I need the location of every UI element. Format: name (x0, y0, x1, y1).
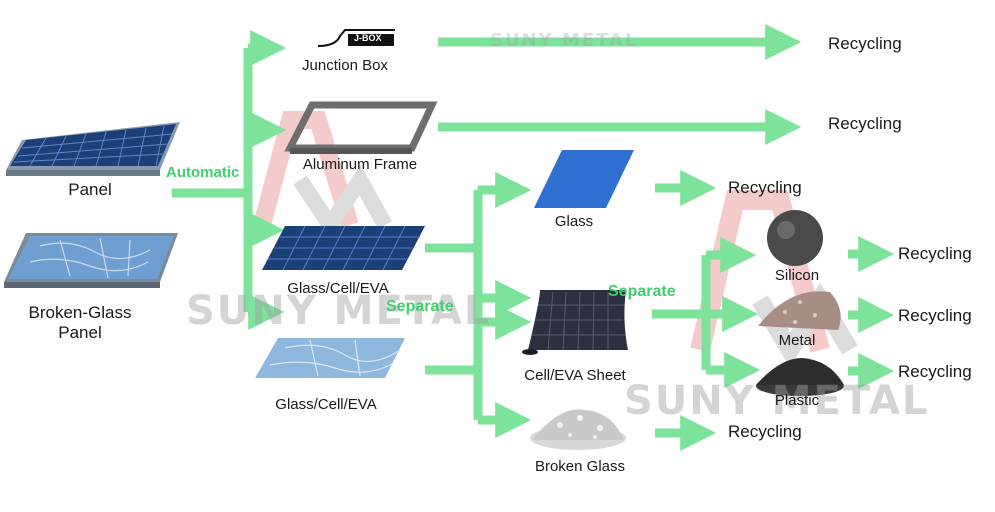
silicon-label: Silicon (774, 267, 820, 284)
metal-label: Metal (778, 332, 816, 349)
panel-image (6, 122, 180, 176)
recycling-label: Recycling (728, 422, 802, 441)
watermark-text: SUNY METAL (490, 30, 639, 51)
glass-cell-eva-label-1: Glass/Cell/EVA (287, 280, 389, 297)
plastic-label: Plastic (774, 392, 820, 409)
glass-cell-eva-label-2: Glass/Cell/EVA (275, 396, 377, 413)
glass-image (534, 150, 634, 208)
recycling-label: Recycling (898, 306, 972, 325)
silicon-image (767, 210, 823, 266)
aluminum-frame-image (284, 101, 438, 154)
junction-box-tag: J-BOX (354, 33, 382, 43)
broken-panel-label: Broken-Glass Panel (28, 303, 132, 342)
recycling-label: Recycling (898, 244, 972, 263)
glass-cell-eva-broken-image (255, 338, 405, 378)
watermark-text: SUNY METAL (186, 288, 492, 334)
aluminum-frame-label: Aluminum Frame (302, 156, 418, 173)
broken-panel-image (4, 233, 178, 288)
cell-eva-sheet-image (522, 290, 628, 355)
broken-glass-image (530, 409, 626, 450)
recycling-label: Recycling (898, 362, 972, 381)
separate-label-2: Separate (608, 283, 676, 300)
broken-glass-label: Broken Glass (534, 458, 626, 475)
plastic-image (756, 358, 844, 396)
watermark-text: SUNY METAL (624, 378, 930, 424)
cell-eva-sheet-label: Cell/EVA Sheet (524, 367, 626, 384)
junction-box-label: Junction Box (302, 57, 388, 74)
glass-cell-eva-image (262, 225, 425, 271)
glass-label: Glass (554, 213, 594, 230)
separate-label-1: Separate (386, 298, 454, 315)
junction-box-image (317, 29, 395, 47)
panel-label: Panel (68, 180, 112, 199)
flow-arrows (172, 24, 895, 451)
recycling-label: Recycling (828, 34, 902, 53)
automatic-label: Automatic (166, 164, 240, 181)
recycling-label: Recycling (828, 114, 902, 133)
metal-image (758, 291, 841, 330)
recycling-label: Recycling (728, 178, 802, 197)
